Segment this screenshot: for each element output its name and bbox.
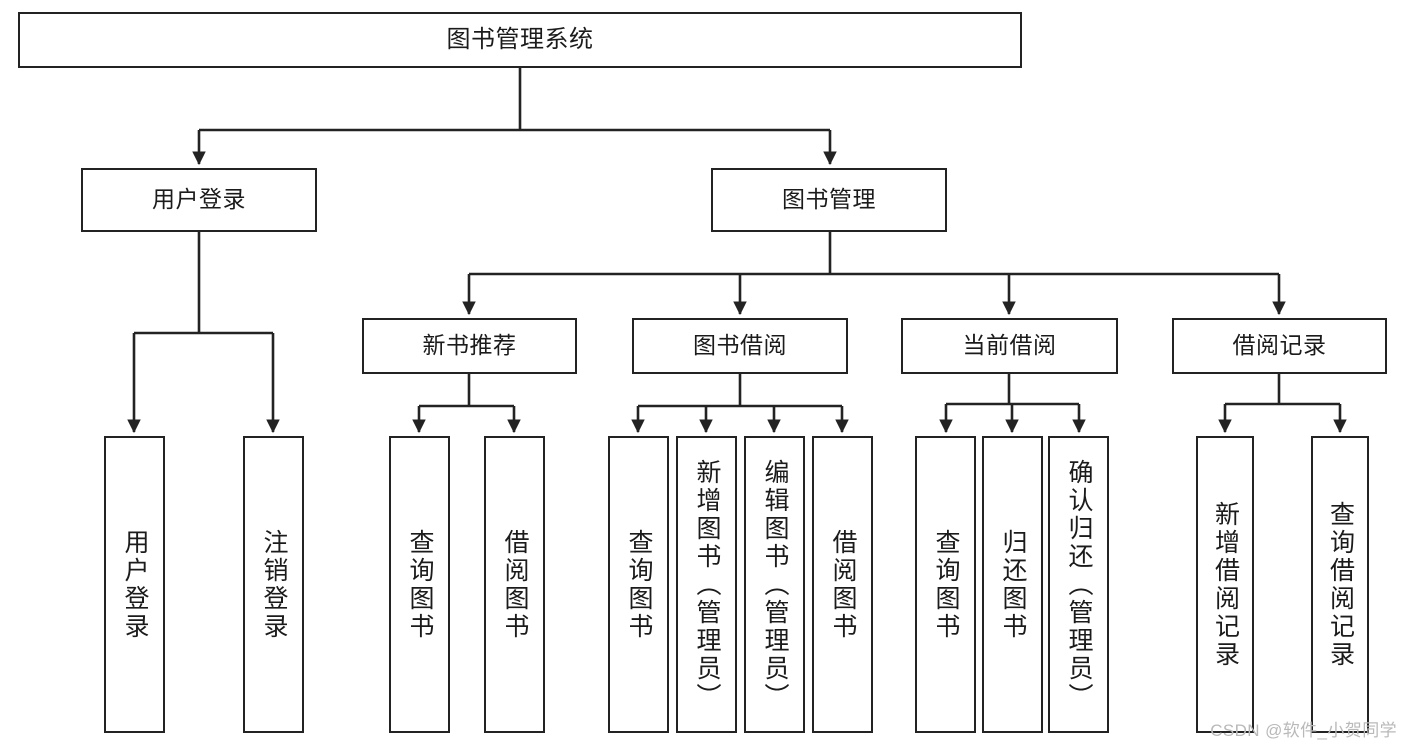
node-leaf-return-book-label: 归还图书 <box>999 528 1027 641</box>
node-book-borrow[interactable]: 图书借阅 <box>632 318 848 374</box>
node-user-login[interactable]: 用户登录 <box>81 168 317 232</box>
node-borrow-record-label: 借阅记录 <box>1232 332 1327 359</box>
node-leaf-borrow-book-2[interactable]: 借阅图书 <box>812 436 873 733</box>
node-current-borrow-label: 当前借阅 <box>962 332 1057 359</box>
node-book-manage[interactable]: 图书管理 <box>711 168 947 232</box>
node-root-label: 图书管理系统 <box>446 25 594 53</box>
node-leaf-query-borrow-record-label: 查询借阅记录 <box>1326 500 1355 669</box>
node-root[interactable]: 图书管理系统 <box>18 12 1022 68</box>
node-leaf-add-borrow-record-label: 新增借阅记录 <box>1211 500 1240 669</box>
node-user-login-label: 用户登录 <box>152 186 246 213</box>
node-leaf-borrow-book-1-label: 借阅图书 <box>501 528 529 641</box>
node-borrow-record[interactable]: 借阅记录 <box>1172 318 1387 374</box>
node-leaf-add-book[interactable]: 新增图书（管理员） <box>676 436 737 733</box>
node-leaf-add-borrow-record[interactable]: 新增借阅记录 <box>1196 436 1254 733</box>
node-leaf-confirm-return[interactable]: 确认归还（管理员） <box>1048 436 1109 733</box>
node-leaf-query-book-3-label: 查询图书 <box>932 528 960 641</box>
node-leaf-logout-login-label: 注销登录 <box>260 528 288 641</box>
node-current-borrow[interactable]: 当前借阅 <box>901 318 1118 374</box>
node-leaf-edit-book[interactable]: 编辑图书（管理员） <box>744 436 805 733</box>
node-leaf-confirm-return-label: 确认归还（管理员） <box>1065 458 1093 711</box>
node-leaf-return-book[interactable]: 归还图书 <box>982 436 1043 733</box>
node-book-manage-label: 图书管理 <box>782 186 876 213</box>
node-leaf-query-borrow-record[interactable]: 查询借阅记录 <box>1311 436 1369 733</box>
node-leaf-add-book-label: 新增图书（管理员） <box>693 458 721 711</box>
node-leaf-borrow-book-2-label: 借阅图书 <box>829 528 857 641</box>
node-leaf-logout-login[interactable]: 注销登录 <box>243 436 304 733</box>
node-leaf-query-book-1[interactable]: 查询图书 <box>389 436 450 733</box>
node-leaf-query-book-3[interactable]: 查询图书 <box>915 436 976 733</box>
node-leaf-query-book-1-label: 查询图书 <box>406 528 434 641</box>
node-new-book-recommend-label: 新书推荐 <box>422 332 517 359</box>
node-leaf-user-login[interactable]: 用户登录 <box>104 436 165 733</box>
node-leaf-query-book-2-label: 查询图书 <box>625 528 653 641</box>
node-new-book-recommend[interactable]: 新书推荐 <box>362 318 577 374</box>
node-leaf-borrow-book-1[interactable]: 借阅图书 <box>484 436 545 733</box>
node-leaf-query-book-2[interactable]: 查询图书 <box>608 436 669 733</box>
node-leaf-edit-book-label: 编辑图书（管理员） <box>761 458 789 711</box>
node-leaf-user-login-label: 用户登录 <box>121 528 149 641</box>
node-book-borrow-label: 图书借阅 <box>693 332 787 359</box>
